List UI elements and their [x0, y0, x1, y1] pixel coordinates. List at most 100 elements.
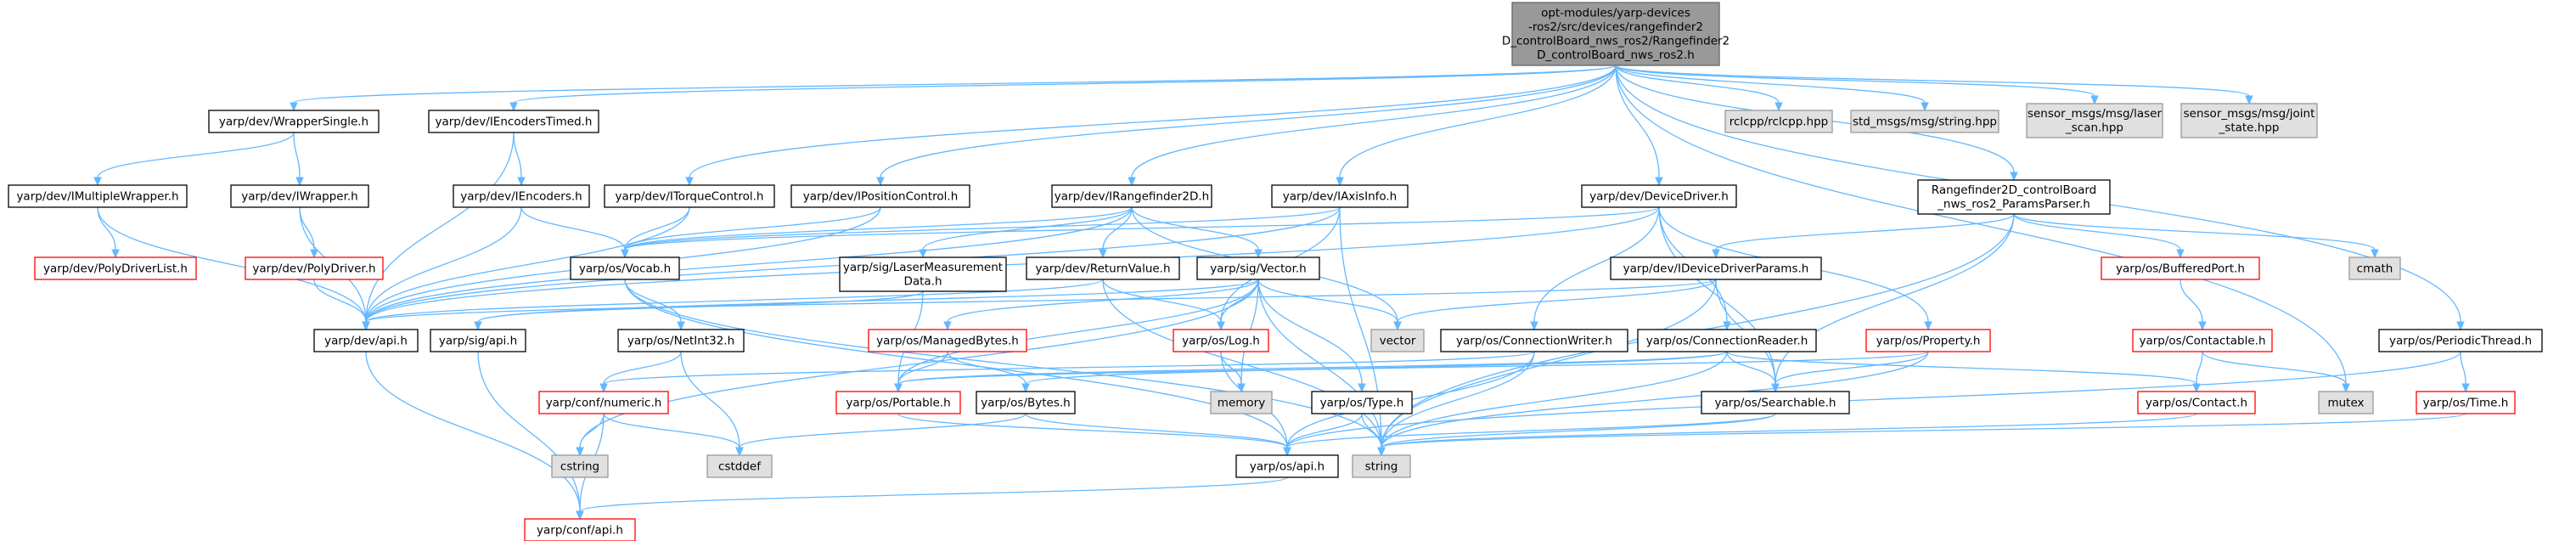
node-iwrapper[interactable]: yarp/dev/IWrapper.h: [230, 184, 369, 208]
node-periodicthread[interactable]: yarp/os/PeriodicThread.h: [2378, 329, 2543, 352]
node-label: memory: [1218, 396, 1265, 409]
node-root[interactable]: opt-modules/yarp-devices-ros2/src/device…: [1502, 2, 1730, 66]
node-connectionreader[interactable]: yarp/os/ConnectionReader.h: [1637, 329, 1817, 352]
node-label: Rangefinder2D_controlBoard: [1932, 183, 2096, 197]
dependency-edge-root-to-ipositioncontrol: [876, 65, 1617, 187]
node-box: [2132, 329, 2273, 352]
node-box: [868, 329, 1027, 352]
dependency-edge-sigapi-to-confapi: [477, 351, 584, 521]
node-bufferedport[interactable]: yarp/os/BufferedPort.h: [2101, 256, 2260, 280]
node-sigapi[interactable]: yarp/sig/api.h: [430, 329, 526, 352]
node-label: cmath: [2357, 262, 2393, 275]
dependency-edge-netint32-to-numeric: [599, 351, 682, 393]
node-label: yarp/conf/numeric.h: [546, 396, 662, 409]
node-osapi[interactable]: yarp/os/api.h: [1235, 454, 1339, 478]
node-sigvector[interactable]: yarp/sig/Vector.h: [1196, 256, 1320, 280]
node-box: [551, 454, 609, 478]
node-portable[interactable]: yarp/os/Portable.h: [835, 391, 961, 414]
dependency-edge-portable-to-osapi: [897, 413, 1291, 457]
node-box: [1865, 329, 1991, 352]
node-log[interactable]: yarp/os/Log.h: [1173, 329, 1269, 352]
dependency-edge-sigvector-to-vector: [1257, 279, 1402, 331]
node-label: yarp/sig/LaserMeasurement: [843, 261, 1003, 274]
node-label: yarp/os/NetInt32.h: [627, 334, 734, 347]
node-label: yarp/sig/Vector.h: [1210, 262, 1306, 275]
node-itorquecontrol[interactable]: yarp/dev/ITorqueControl.h: [604, 184, 775, 208]
node-box: [1196, 256, 1320, 280]
node-label: yarp/dev/ITorqueControl.h: [616, 189, 764, 203]
dependency-edge-paramsparser-to-cmath: [2013, 213, 2379, 259]
node-bytes[interactable]: yarp/os/Bytes.h: [976, 391, 1076, 414]
node-label: cstddef: [718, 459, 762, 473]
node-label: yarp/dev/api.h: [324, 334, 408, 347]
node-label: yarp/dev/IRangefinder2D.h: [1055, 189, 1209, 203]
node-label: cstring: [560, 459, 599, 473]
node-label: yarp/os/Vocab.h: [579, 262, 671, 275]
node-numeric[interactable]: yarp/conf/numeric.h: [538, 391, 669, 414]
node-box: [1271, 184, 1409, 208]
node-ipositioncontrol[interactable]: yarp/dev/IPositionControl.h: [790, 184, 970, 208]
dependency-edge-property-to-portable: [894, 351, 1929, 393]
dependency-edge-contact-to-string: [1377, 413, 2197, 457]
dependency-edge-root-to-irangefinder2d: [1128, 65, 1617, 187]
dependency-edge-idevicedriverparams-to-devapi: [362, 279, 1717, 331]
node-box: [34, 256, 197, 280]
node-returnvalue[interactable]: yarp/dev/ReturnValue.h: [1026, 256, 1180, 280]
node-box: [1311, 391, 1413, 414]
node-connectionwriter[interactable]: yarp/os/ConnectionWriter.h: [1440, 329, 1628, 352]
node-box: [617, 329, 745, 352]
node-imultiplewrapper[interactable]: yarp/dev/IMultipleWrapper.h: [8, 184, 188, 208]
node-managedbytes[interactable]: yarp/os/ManagedBytes.h: [868, 329, 1027, 352]
node-time[interactable]: yarp/os/Time.h: [2416, 391, 2516, 414]
node-box: [2180, 103, 2318, 138]
node-paramsparser[interactable]: Rangefinder2D_controlBoard_nws_ros2_Para…: [1917, 179, 2111, 215]
dependency-edge-imultiplewrapper-to-polydriverlist: [97, 206, 120, 259]
node-memory: memory: [1210, 391, 1273, 414]
node-idevicedriverparams[interactable]: yarp/dev/IDeviceDriverParams.h: [1610, 256, 1822, 280]
node-iencoderstimed[interactable]: yarp/dev/IEncodersTimed.h: [428, 110, 599, 133]
node-jointstate: sensor_msgs/msg/joint_state.hpp: [2180, 103, 2318, 138]
node-box: [2378, 329, 2543, 352]
node-contact[interactable]: yarp/os/Contact.h: [2137, 391, 2256, 414]
node-label: _scan.hpp: [2065, 121, 2123, 135]
node-box: [2348, 256, 2401, 280]
node-box: [1440, 329, 1628, 352]
dependency-edge-bytes-to-osapi: [1025, 413, 1291, 457]
node-devapi[interactable]: yarp/dev/api.h: [313, 329, 419, 352]
node-property[interactable]: yarp/os/Property.h: [1865, 329, 1991, 352]
dependency-edge-bufferedport-to-contactable: [2179, 279, 2207, 331]
node-wrappersingle[interactable]: yarp/dev/WrapperSingle.h: [208, 110, 380, 133]
node-label: yarp/dev/WrapperSingle.h: [219, 115, 368, 128]
node-netint32[interactable]: yarp/os/NetInt32.h: [617, 329, 745, 352]
node-string: string: [1352, 454, 1411, 478]
node-label: yarp/os/Portable.h: [846, 396, 950, 409]
node-label: D_controlBoard_nws_ros2.h: [1537, 48, 1695, 62]
node-box: [1917, 179, 2111, 215]
node-polydriver[interactable]: yarp/dev/PolyDriver.h: [245, 256, 384, 280]
dependency-edge-vocab-to-netint32: [624, 279, 685, 331]
node-box: [428, 110, 599, 133]
node-contactable[interactable]: yarp/os/Contactable.h: [2132, 329, 2273, 352]
node-vocab[interactable]: yarp/os/Vocab.h: [570, 256, 680, 280]
node-mutex: mutex: [2318, 391, 2374, 414]
dependency-edge-paramsparser-to-bufferedport: [2013, 213, 2185, 259]
dependency-edge-time-to-string: [1377, 413, 2466, 457]
node-polydriverlist[interactable]: yarp/dev/PolyDriverList.h: [34, 256, 197, 280]
node-irangefinder2d[interactable]: yarp/dev/IRangefinder2D.h: [1051, 184, 1212, 208]
node-type[interactable]: yarp/os/Type.h: [1311, 391, 1413, 414]
dependency-edge-contactable-to-mutex: [2202, 351, 2350, 393]
node-label: yarp/dev/PolyDriver.h: [252, 262, 375, 275]
node-confapi[interactable]: yarp/conf/api.h: [524, 518, 636, 541]
node-box: [706, 454, 773, 478]
dependency-edge-root-to-jointstate: [1615, 65, 2253, 105]
node-devicedriver[interactable]: yarp/dev/DeviceDriver.h: [1581, 184, 1737, 208]
node-searchable[interactable]: yarp/os/Searchable.h: [1701, 391, 1850, 414]
node-label: yarp/os/ConnectionReader.h: [1646, 334, 1808, 347]
node-box: [524, 518, 636, 541]
node-label: vector: [1380, 334, 1416, 347]
dependency-edge-devicedriver-to-vocab: [621, 206, 1660, 259]
node-iencoders[interactable]: yarp/dev/IEncoders.h: [453, 184, 590, 208]
node-iaxisinfo[interactable]: yarp/dev/IAxisInfo.h: [1271, 184, 1409, 208]
dependency-edge-wrappersingle-to-iwrapper: [293, 132, 304, 187]
